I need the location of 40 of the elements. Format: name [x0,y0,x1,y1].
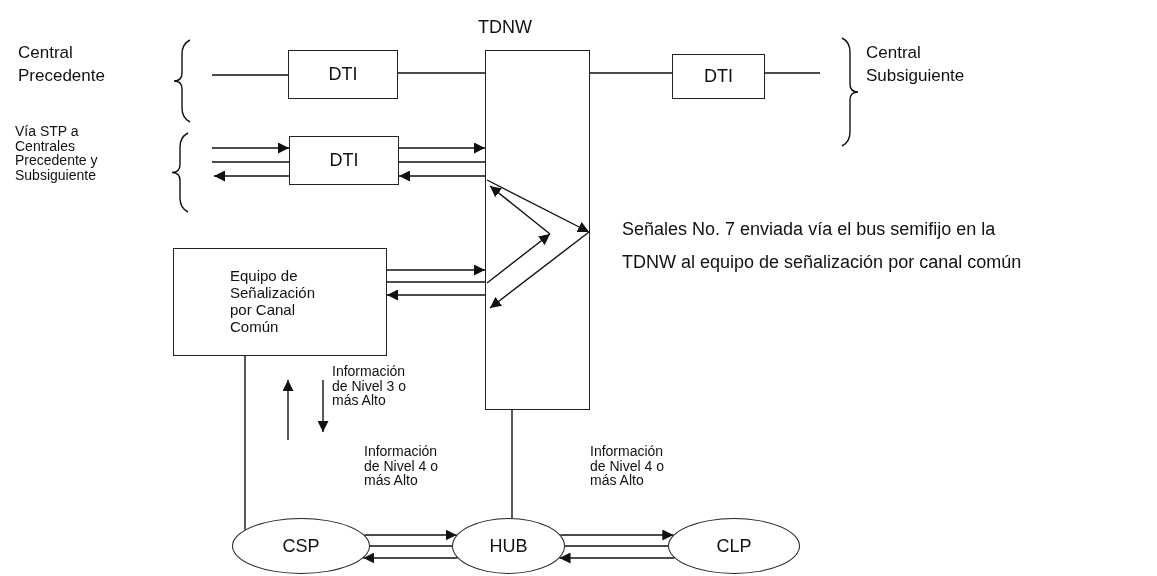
connector-line [397,72,486,74]
connector-line [511,409,513,519]
text-label: Información de Nivel 4 o más Alto [590,444,665,489]
node-heading: TDNW [478,17,532,38]
connector-line [564,545,669,547]
arrow [398,170,486,182]
process-box [289,136,399,185]
process-box [173,248,387,356]
arrow [558,552,676,564]
text-label: Información de Nivel 3 o más Alto [332,364,407,409]
node-label: Equipo de Señalización por Canal Común [230,268,317,336]
text-label: Información de Nivel 4 o más Alto [364,444,439,489]
text-label: Central Subsiguiente [866,42,966,87]
connector-line [211,74,289,76]
connector-line [211,161,290,163]
connector-line [764,72,821,74]
arrow [386,264,486,276]
text-label: Central Precedente [18,42,106,87]
connector-line [244,355,246,531]
arrow [398,142,486,154]
arrow [363,529,458,541]
arrow [386,289,486,301]
node-label: DTI [329,150,359,171]
process-box [288,50,398,99]
node-label: DTI [328,64,358,85]
node-label: CSP [282,535,320,557]
node-label: DTI [704,66,733,87]
arrow [213,170,290,182]
connector-line [398,161,486,163]
arrow [211,142,290,154]
process-box [672,54,765,99]
connector-line [589,72,673,74]
node-label: HUB [489,535,528,557]
text-label: Señales No. 7 enviada vía el bus semifijo en la TDNW al equipo de señalización por canal común [622,218,1023,275]
connector-line [386,281,486,283]
connector-line [369,545,453,547]
text-label: Vía STP a Centrales Precedente y Subsiguiente [15,124,99,183]
arrow [559,529,674,541]
arrow [362,552,459,564]
node-label: CLP [716,535,752,557]
